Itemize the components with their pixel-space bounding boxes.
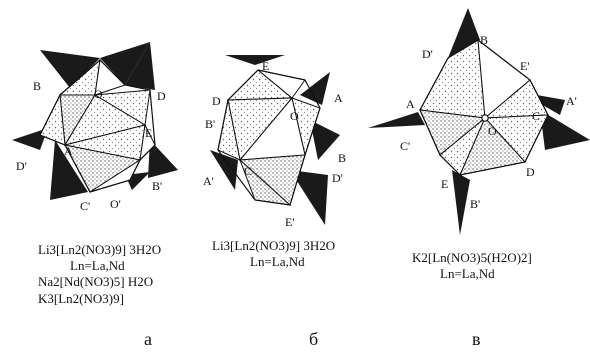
- panel-a-flap-bottom-left: [50, 140, 88, 200]
- panel-a-labels: B C O D E A D' C' O' B': [16, 52, 166, 213]
- panel-b-outline: [217, 69, 321, 206]
- panel-a-vertex-label: D: [157, 89, 166, 103]
- panel-a-flap-right-top: [125, 42, 155, 90]
- panel-v-vertex-label: C': [400, 139, 410, 153]
- panel-b-flap-bottom: [290, 170, 328, 225]
- panel-v-vertex-label: D': [422, 47, 433, 61]
- panel-a-vertex-label: E: [145, 126, 152, 140]
- panel-b-vertex-label: A: [334, 91, 343, 105]
- panel-v-vertex-label: D: [526, 165, 535, 179]
- panel-a-formula-line: K3[Ln2(NO3)9]: [38, 291, 124, 306]
- panel-b-vertex-label: O: [290, 109, 299, 123]
- panel-a-vertex-label: C': [80, 199, 90, 213]
- panel-a-flap-right: [148, 140, 178, 178]
- panel-v-labels: D' B E' A C A' O C' E D B': [400, 33, 577, 211]
- panel-v-formula-line: K2[Ln(NO3)5(H2O)2]: [412, 250, 532, 265]
- panel-b-flap-right-top: [300, 72, 330, 105]
- panel-v-vertex-label: C: [532, 109, 540, 123]
- panel-b-vertex-label: D': [332, 171, 343, 185]
- panel-a-outline: [39, 59, 156, 193]
- panel-v-vertex-label: O: [488, 124, 497, 138]
- panel-v-outline: [419, 39, 549, 176]
- panel-b-flap-top: [225, 55, 285, 65]
- panel-v-center-atom: [481, 114, 489, 122]
- panel-a-formulas: Li3[Ln2(NO3)9] 3H2O Ln=La,Nd Na2[Nd(NO3)…: [38, 242, 161, 306]
- panel-v-vertex-label: A: [406, 97, 415, 111]
- panel-v-vertex-label: B': [470, 197, 480, 211]
- panel-a-formula-line: Li3[Ln2(NO3)9] 3H2O: [38, 242, 161, 257]
- panel-a-vertex-label: O': [110, 197, 121, 211]
- panel-b-labels: E D B' O A A' C B D' E': [203, 59, 346, 229]
- panel-v-vertex-label: A': [566, 94, 577, 108]
- panel-b-letter: б: [309, 329, 318, 349]
- panel-b-vertex-label: E': [285, 215, 295, 229]
- panel-a-flap-top: [100, 42, 150, 85]
- panel-a-flap-left-top: [40, 50, 100, 88]
- panel-v-flap-bottom: [452, 170, 470, 235]
- panel-b-vertex-label: A': [203, 174, 214, 188]
- panel-v-formulas: K2[Ln(NO3)5(H2O)2] Ln=La,Nd: [412, 250, 532, 281]
- panel-a-vertex-label: D': [16, 159, 27, 173]
- panel-b-flap-left: [210, 150, 238, 190]
- panel-a-polyhedron: [12, 42, 178, 200]
- panel-b-vertex-label: D: [212, 94, 221, 108]
- panel-a-vertex-label: B': [152, 179, 162, 193]
- panel-b-formulas: Li3[Ln2(NO3)9] 3H2O Ln=La,Nd: [212, 238, 335, 269]
- panel-b-polyhedron: [210, 55, 340, 225]
- panel-b-vertex-label: E: [262, 59, 269, 73]
- panel-b-formula-line: Ln=La,Nd: [250, 254, 305, 269]
- panel-a-vertex-label: O: [94, 87, 103, 101]
- panel-a-flap-left: [12, 128, 48, 150]
- panel-v-flap-right-low: [540, 110, 590, 150]
- panel-b-vertex-label: B: [338, 151, 346, 165]
- panel-v-vertex-label: E: [441, 177, 448, 191]
- panel-b-flap-right: [310, 120, 340, 160]
- panel-a-letter: a: [144, 329, 152, 349]
- panel-v-flap-top: [448, 8, 480, 58]
- panel-b-formula-line: Li3[Ln2(NO3)9] 3H2O: [212, 238, 335, 253]
- panel-a-vertex-label: A: [64, 144, 73, 158]
- panel-a-formula-line: Ln=La,Nd: [70, 258, 125, 273]
- panel-a-vertex-label: B: [33, 79, 41, 93]
- panel-b-vertex-label: B': [205, 117, 215, 131]
- panel-a-vertex-label: C: [104, 52, 112, 66]
- panel-b-vertex-label: C: [244, 164, 252, 178]
- panel-v-polyhedron: [368, 8, 590, 235]
- panel-v-formula-line: Ln=La,Nd: [440, 266, 495, 281]
- panel-v-vertex-label: E': [520, 59, 530, 73]
- panel-v-vertex-label: B: [480, 33, 488, 47]
- panel-v-flap-left: [368, 112, 425, 128]
- panel-v-letter: в: [472, 329, 481, 349]
- panel-a-formula-line: Na2[Nd(NO3)5] H2O: [38, 274, 153, 289]
